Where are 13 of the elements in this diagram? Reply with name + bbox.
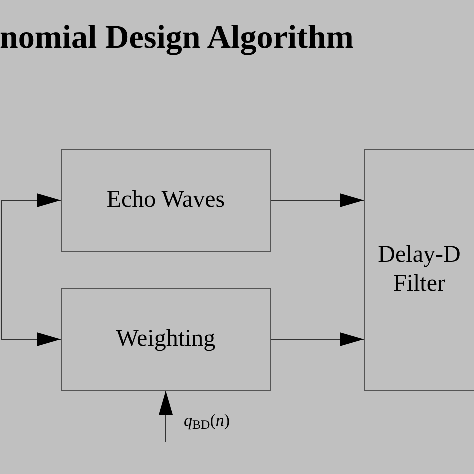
arrow — [270, 194, 364, 208]
process-box — [364, 149, 474, 391]
process-box — [61, 149, 271, 252]
arrow — [2, 270, 62, 346]
arrow — [270, 332, 364, 346]
box-label: Weighting — [115, 325, 217, 354]
box-label: Echo Waves — [106, 186, 226, 215]
box-label: Delay-D Filter — [377, 241, 462, 299]
edge-label: q$_{BD}$(n) — [184, 412, 230, 429]
arrow — [159, 390, 173, 442]
diagram-title: nomial Design Algorithm — [0, 22, 354, 55]
process-box — [61, 288, 271, 391]
arrow — [2, 194, 62, 270]
